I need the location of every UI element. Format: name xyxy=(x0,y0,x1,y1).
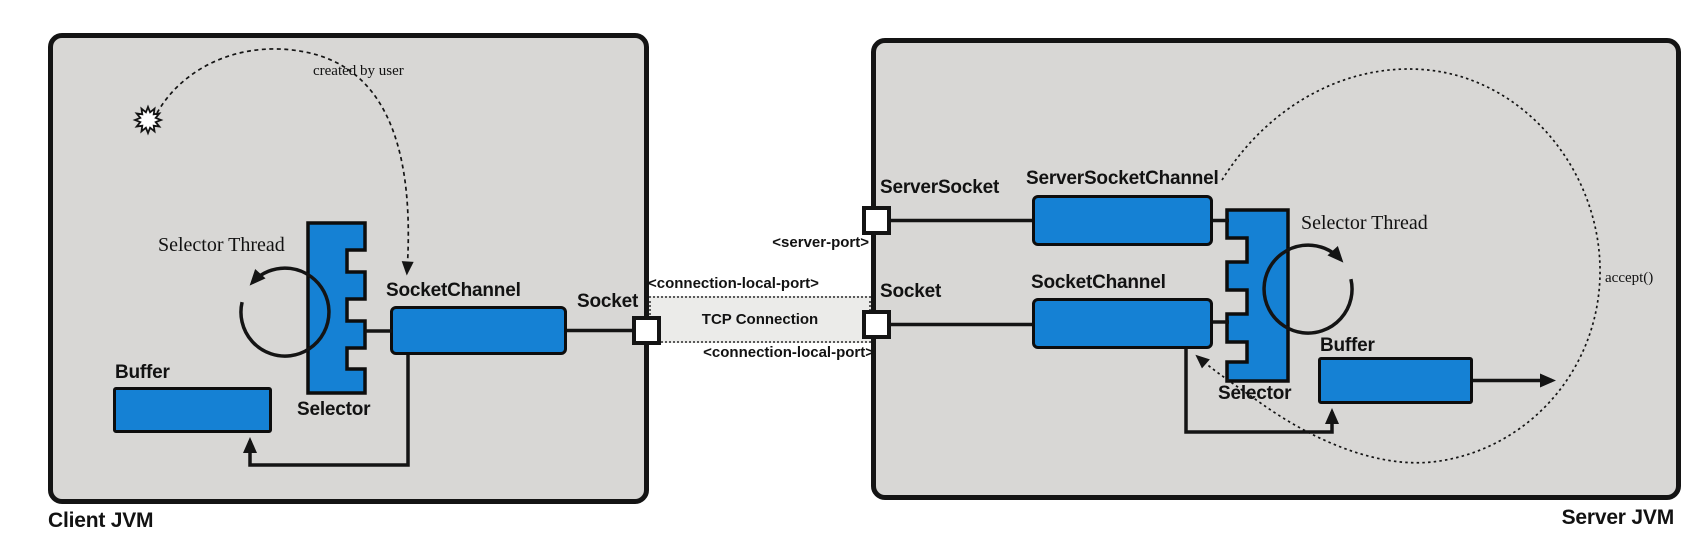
client-selector-label: Selector xyxy=(297,399,371,420)
client-socketchannel-block xyxy=(390,306,567,355)
server-serversocket-endpoint xyxy=(862,206,891,235)
client-buffer-block xyxy=(113,387,272,433)
tcp-connection-band: TCP Connection xyxy=(649,296,871,343)
server-port-label: <server-port> xyxy=(772,234,869,251)
client-socket-label: Socket xyxy=(577,291,639,312)
client-socket-endpoint xyxy=(632,316,661,345)
client-selector-thread-label: Selector Thread xyxy=(158,234,285,256)
server-jvm-label: Server JVM xyxy=(1561,506,1675,529)
client-jvm-box xyxy=(48,33,649,504)
server-selector-label: Selector xyxy=(1218,383,1292,404)
server-socket-label: Socket xyxy=(880,281,942,302)
client-socketchannel-label: SocketChannel xyxy=(386,280,521,301)
server-selector-thread-label: Selector Thread xyxy=(1301,212,1428,234)
client-jvm-label: Client JVM xyxy=(48,509,154,532)
server-socketchannel-label: SocketChannel xyxy=(1031,272,1166,293)
connection-local-port-bottom-label: <connection-local-port> xyxy=(703,344,874,361)
server-buffer-block xyxy=(1318,357,1473,404)
server-serversocket-label: ServerSocket xyxy=(880,177,1000,198)
server-serversocketchannel-block xyxy=(1032,195,1213,246)
client-buffer-label: Buffer xyxy=(115,362,170,383)
accept-label: accept() xyxy=(1605,270,1654,286)
server-socketchannel-block xyxy=(1032,298,1213,349)
server-socket-endpoint xyxy=(862,310,891,339)
tcp-connection-label: TCP Connection xyxy=(701,311,819,328)
server-jvm-box xyxy=(871,38,1681,500)
server-serversocketchannel-label: ServerSocketChannel xyxy=(1026,168,1219,189)
connection-local-port-top-label: <connection-local-port> xyxy=(648,275,819,292)
server-buffer-label: Buffer xyxy=(1320,335,1375,356)
created-by-user-label: created by user xyxy=(313,63,404,79)
